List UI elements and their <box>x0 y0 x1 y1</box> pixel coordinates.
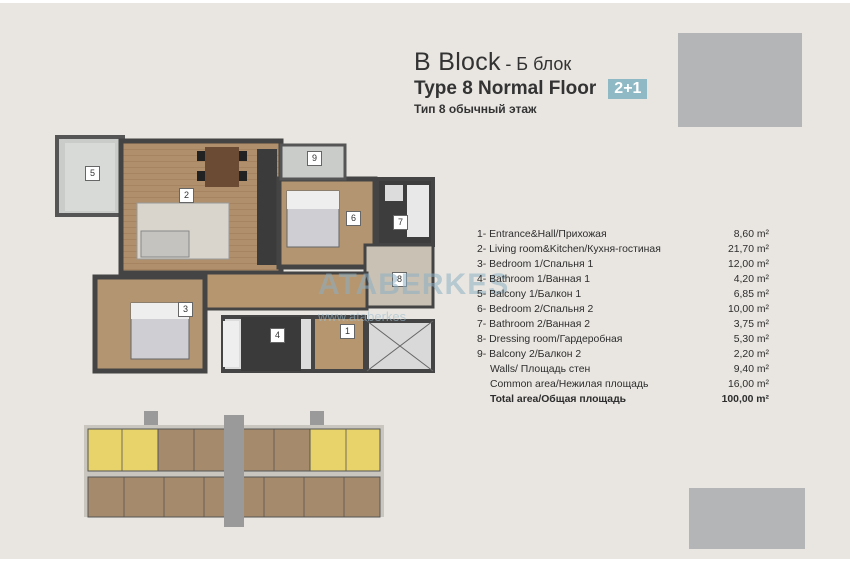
room-tag-4: 4 <box>270 328 285 343</box>
room-tag-2: 2 <box>179 188 194 203</box>
block-name-ru: - Б блок <box>505 54 572 74</box>
legend-row: 6- Bedroom 2/Спальня 2 10,00 m² <box>477 302 777 317</box>
legend-label: 3- Bedroom 1/Спальня 1 <box>477 259 594 270</box>
legend-label: 8- Dressing room/Гардеробная <box>477 334 623 345</box>
legend-value: 3,75 m² <box>733 319 769 330</box>
legend-value: 5,30 m² <box>733 334 769 345</box>
room-tag-1: 1 <box>340 324 355 339</box>
legend-row: 1- Entrance&Hall/Прихожая 8,60 m² <box>477 227 777 242</box>
legend-row: 5- Balcony 1/Балкон 1 6,85 m² <box>477 287 777 302</box>
room-tag-9: 9 <box>307 151 322 166</box>
type-title: Type 8 Normal Floor 2+1 <box>414 78 648 100</box>
apartment-floor-plan <box>55 135 435 374</box>
legend-value: 8,60 m² <box>733 229 769 240</box>
legend-row: Common area/Нежилая площадь 16,00 m² <box>477 377 777 392</box>
block-name: B Block <box>414 48 501 76</box>
legend-value: 21,70 m² <box>727 244 769 255</box>
legend-label: 5- Balcony 1/Балкон 1 <box>477 289 582 300</box>
legend-label: Walls/ Площадь стен <box>490 364 591 375</box>
legend-label: 2- Living room&Kitchen/Кухня-гостиная <box>477 244 661 255</box>
legend-total-row: Total area/Общая площадь 100,00 m² <box>477 392 777 407</box>
image-placeholder-bottom <box>689 488 805 549</box>
floor-type-ru: Тип 8 обычный этаж <box>414 102 537 116</box>
watermark-brand: ATABERKES <box>318 268 510 301</box>
legend-label: Total area/Общая площадь <box>490 394 627 405</box>
legend-value: 9,40 m² <box>733 364 769 375</box>
floor-plan-card: B Block - Б блок Type 8 Normal Floor 2+1… <box>0 3 850 559</box>
legend-value: 4,20 m² <box>733 274 769 285</box>
legend-label: 4- Bathroom 1/Ванная 1 <box>477 274 590 285</box>
legend-row: Walls/ Площадь стен 9,40 m² <box>477 362 777 377</box>
legend-row: 2- Living room&Kitchen/Кухня-гостиная 21,… <box>477 242 777 257</box>
legend-row: 9- Balcony 2/Балкон 2 2,20 m² <box>477 347 777 362</box>
legend-value: 100,00 m² <box>721 394 769 405</box>
legend-row: 7- Bathroom 2/Ванная 2 3,75 m² <box>477 317 777 332</box>
block-title: B Block - Б блок <box>414 48 571 77</box>
legend-value: 16,00 m² <box>727 379 769 390</box>
room-tag-5: 5 <box>85 166 100 181</box>
legend-label: 1- Entrance&Hall/Прихожая <box>477 229 607 240</box>
legend-label: 9- Balcony 2/Балкон 2 <box>477 349 582 360</box>
legend-value: 6,85 m² <box>733 289 769 300</box>
legend-row: 4- Bathroom 1/Ванная 1 4,20 m² <box>477 272 777 287</box>
floor-type: Type 8 Normal Floor <box>414 78 597 99</box>
legend-value: 12,00 m² <box>727 259 769 270</box>
legend-label: 7- Bathroom 2/Ванная 2 <box>477 319 590 330</box>
legend-value: 2,20 m² <box>733 349 769 360</box>
image-placeholder-top <box>678 33 802 127</box>
room-tag-6: 6 <box>346 211 361 226</box>
area-legend: 1- Entrance&Hall/Прихожая 8,60 m² 2- Livin… <box>477 227 777 407</box>
legend-label: 6- Bedroom 2/Спальня 2 <box>477 304 594 315</box>
legend-label: Common area/Нежилая площадь <box>490 379 649 390</box>
rooms-badge: 2+1 <box>608 79 648 99</box>
room-tag-8: 8 <box>392 272 407 287</box>
legend-row: 3- Bedroom 1/Спальня 1 12,00 m² <box>477 257 777 272</box>
room-tag-3: 3 <box>178 302 193 317</box>
legend-row: 8- Dressing room/Гардеробная 5,30 m² <box>477 332 777 347</box>
watermark-url: www.ataberkes <box>318 309 407 324</box>
room-tag-7: 7 <box>393 215 408 230</box>
floor-site-plan <box>84 411 384 527</box>
legend-value: 10,00 m² <box>727 304 769 315</box>
